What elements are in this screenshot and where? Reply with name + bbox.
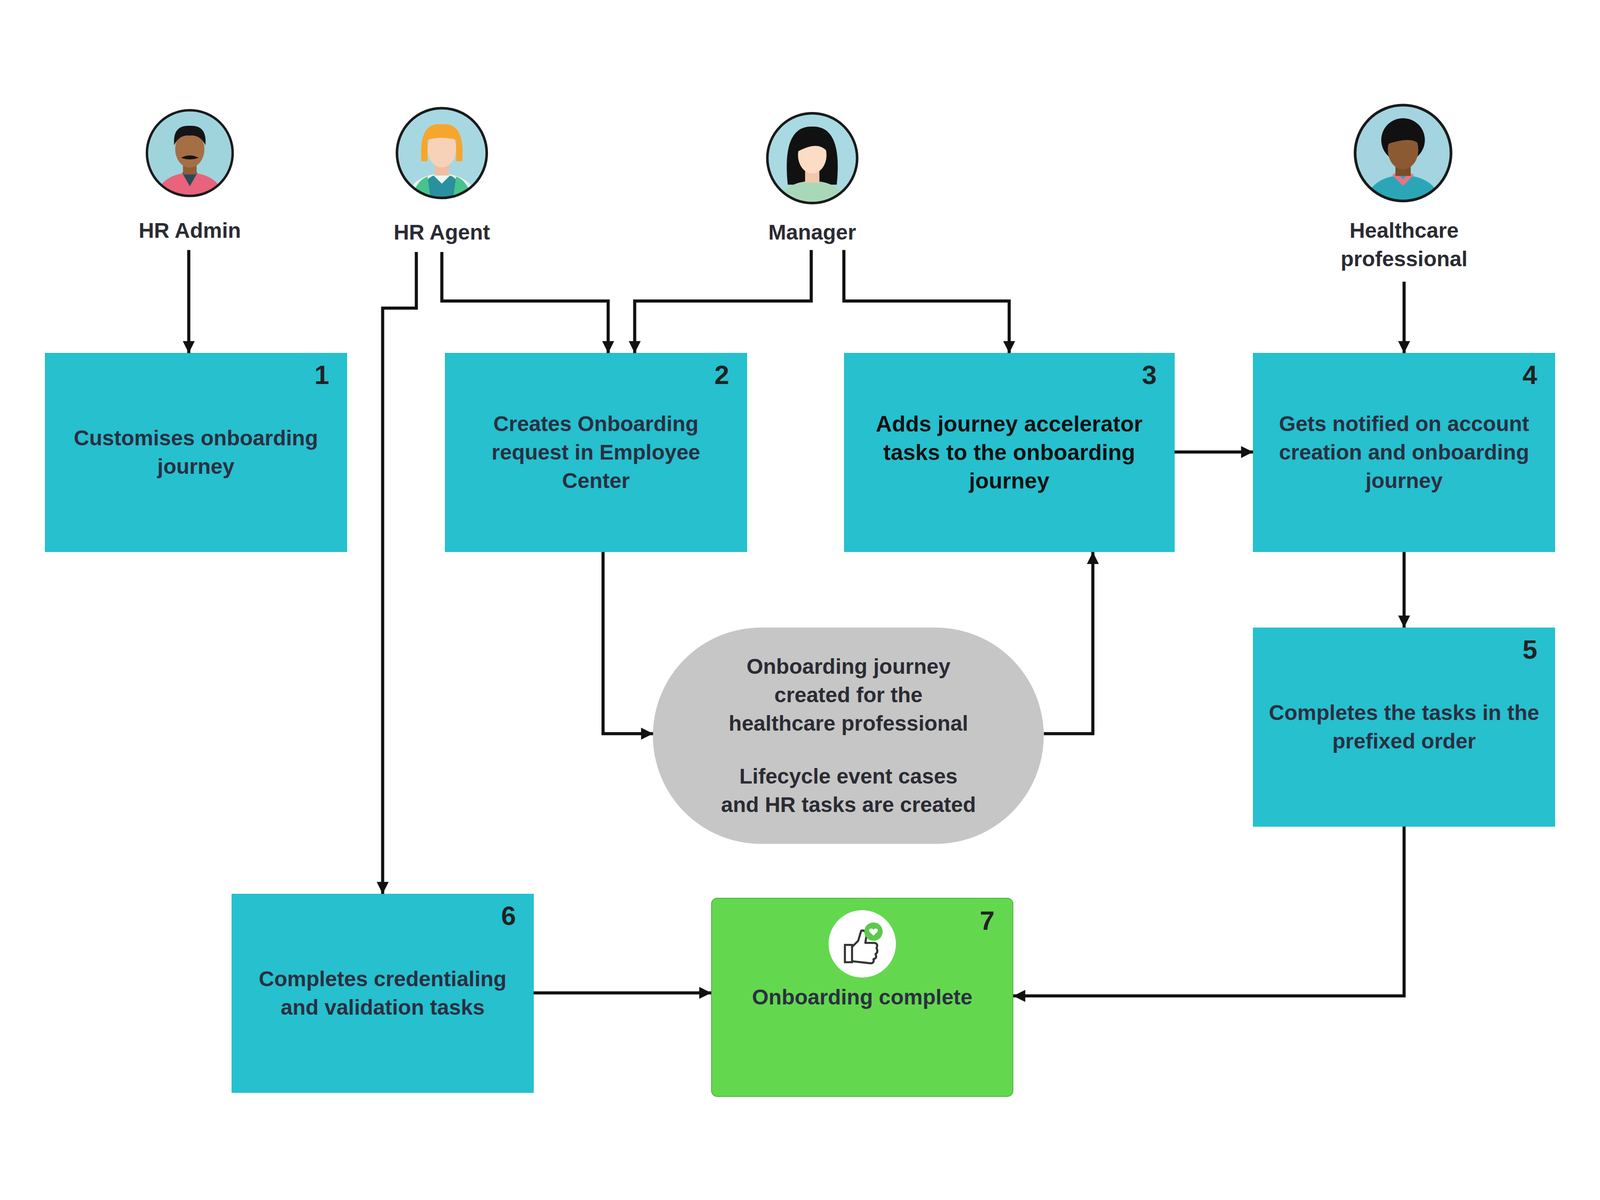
process-box: 4Gets notified on account creation and o… [1252,352,1556,552]
connector-arrow [382,252,417,894]
connector-arrow [603,552,653,734]
actor-node: HR Admin [87,102,292,251]
process-box: 6Completes credentialing and validation … [231,893,534,1093]
connector-arrow [187,249,191,353]
step-number: 1 [314,359,329,392]
actor-label: Manager [710,218,915,247]
box-text: Onboarding complete [752,983,973,1012]
process-box: 2Creates Onboarding request in Employee … [444,352,748,552]
connector-arrow [844,249,1010,353]
actor-node: HR Agent [340,102,544,253]
box-text: Onboarding journey created for the healt… [719,652,978,738]
avatar [396,108,487,206]
connector-arrow [1174,450,1254,454]
avatar [147,110,233,204]
thumbs-up-icon [828,910,896,978]
process-box: 5Completes the tasks in the prefixed ord… [1252,627,1556,827]
actor-node: Manager [710,102,915,251]
actor-label: Healthcare professional [1302,216,1507,274]
status-pill: Onboarding journey created for the healt… [652,627,1044,844]
connector-arrow [1044,552,1093,734]
step-number: 5 [1522,633,1538,666]
step-number: 7 [979,904,995,937]
connector-arrow [634,249,812,353]
connector-arrow [441,252,608,353]
connector-arrow [1402,281,1406,354]
avatar [767,113,858,212]
step-number: 3 [1141,359,1157,392]
step-number: 2 [714,359,729,392]
box-text: Creates Onboarding request in Employee C… [457,409,735,496]
connector-arrow [1402,552,1406,628]
actor-label: HR Agent [340,218,544,247]
actor-node: Healthcare professional [1302,102,1507,282]
step-number: 6 [500,900,516,932]
process-box: 3Adds journey accelerator tasks to the o… [844,352,1175,552]
box-text: Gets notified on account creation and on… [1265,409,1543,496]
box-text: Adds journey accelerator tasks to the on… [856,409,1163,496]
pill-fill [652,627,1044,844]
box-text: Completes credentialing and validation t… [244,964,522,1022]
actor-label: HR Admin [87,216,292,245]
box-text: Completes the tasks in the prefixed orde… [1265,698,1543,756]
connector-arrow [1013,826,1404,996]
completion-box: 7Onboarding complete [711,897,1014,1097]
connector-arrow [533,991,712,995]
avatar [1355,104,1452,210]
process-box: 1Customises onboarding journey [44,352,348,552]
step-number: 4 [1522,359,1538,392]
box-text: Lifecycle event cases and HR tasks are c… [719,762,978,820]
box-text: Customises onboarding journey [57,424,335,481]
